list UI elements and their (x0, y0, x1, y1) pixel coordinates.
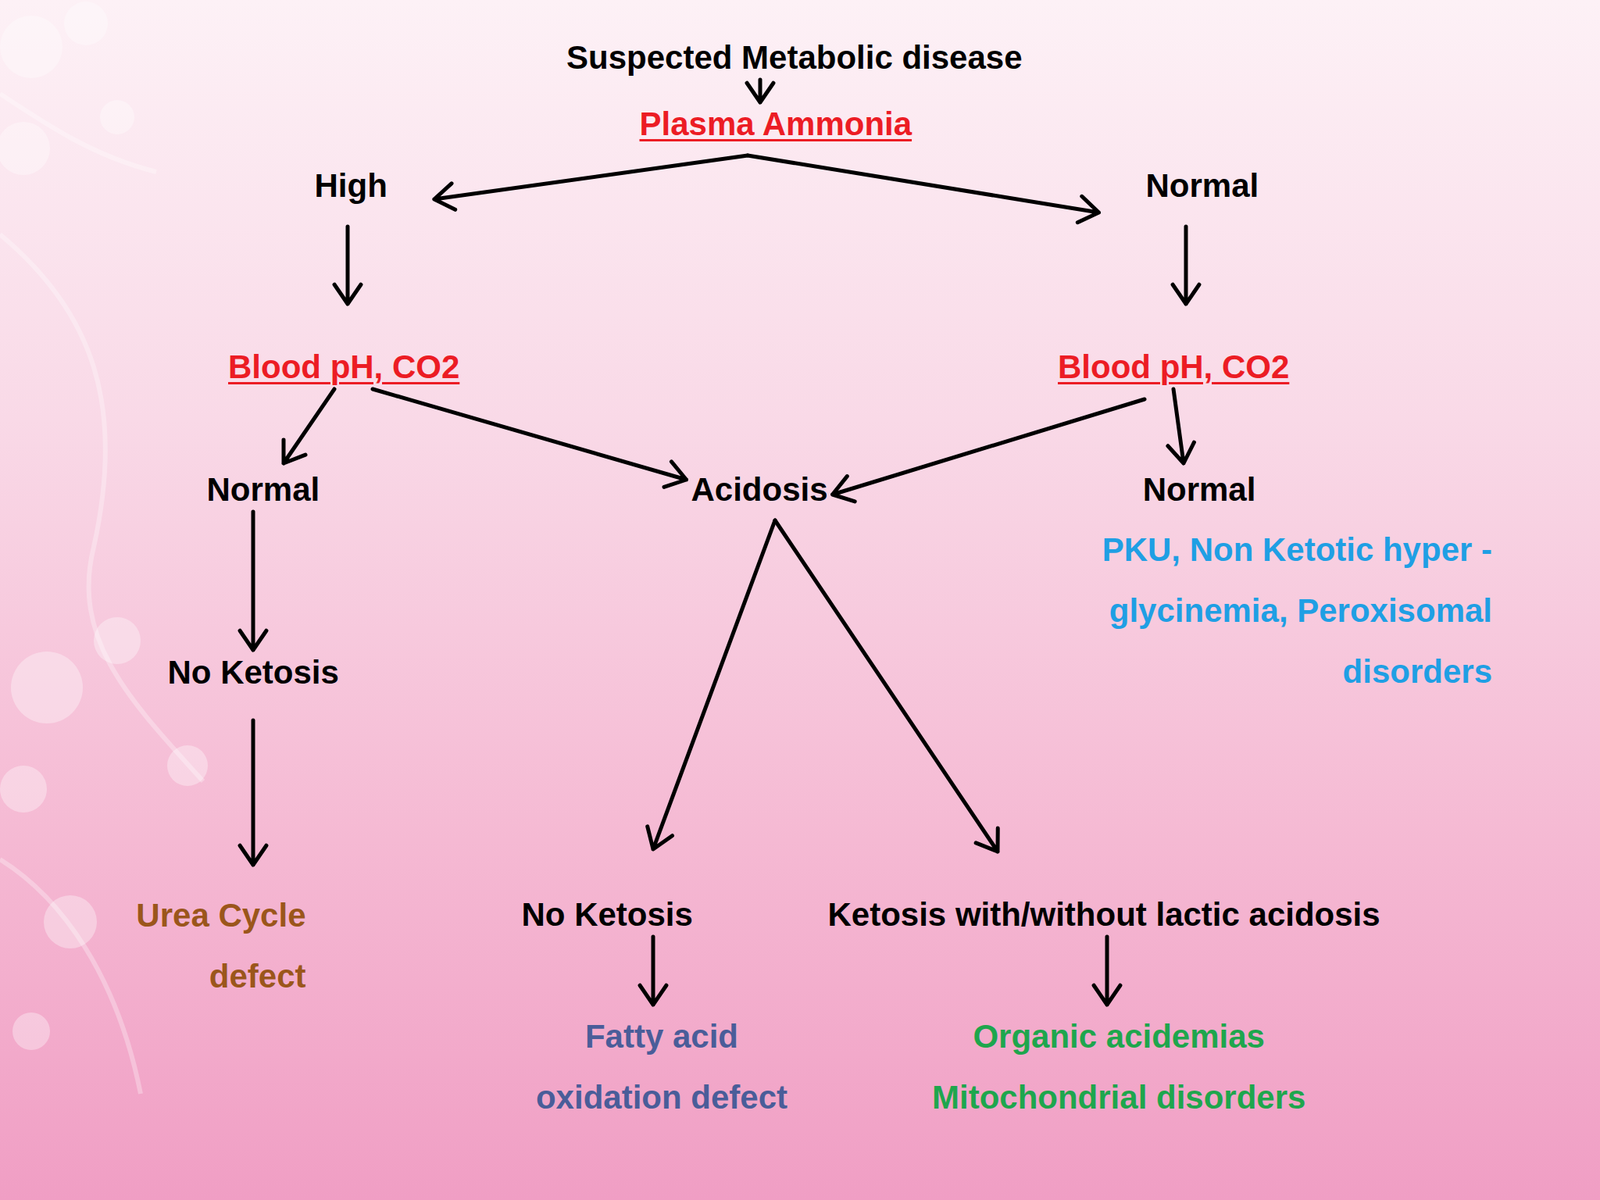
node-label: PKU, Non Ketotic hyper -glycinemia, Pero… (1057, 519, 1493, 703)
flow-arrow (334, 226, 361, 304)
branch (0, 234, 204, 782)
diagnosis-node: Fatty acid oxidation defect (528, 1006, 795, 1129)
arrow-line (639, 936, 667, 1005)
arrow-line (239, 511, 267, 650)
flow-arrow (239, 720, 267, 865)
node-label: No Ketosis (521, 894, 693, 936)
node-label: Mitochondrial disorders (932, 1067, 1306, 1129)
test-node: Blood pH, CO2 (1057, 346, 1290, 388)
blossom (0, 15, 63, 79)
arrow-line (746, 79, 774, 103)
arrow-line (1093, 936, 1121, 1005)
node-label: High (314, 165, 388, 207)
arrow-line (1172, 226, 1200, 304)
node-label: Acidosis (691, 469, 829, 511)
node-label: Normal (1046, 469, 1352, 511)
flow-arrow (747, 155, 1100, 223)
branch-decoration (0, 93, 204, 1094)
node-label: Normal (207, 469, 321, 511)
flow-arrow (239, 511, 267, 650)
flow-node: Normal (1146, 165, 1260, 207)
flow-arrow (372, 389, 687, 487)
flow-node: Acidosis (691, 469, 829, 511)
arrow-line (239, 720, 267, 865)
flow-node: No Ketosis (521, 894, 693, 936)
node-label: Suspected Metabolic disease (566, 37, 1023, 79)
branch (0, 93, 157, 172)
node-label: Blood pH, CO2 (228, 346, 460, 388)
flow-node: No Ketosis (167, 652, 340, 693)
flow-arrow (1093, 936, 1121, 1005)
result-node: NormalPKU, Non Ketotic hyper -glycinemia… (1046, 469, 1516, 703)
flow-arrow (746, 79, 774, 103)
branch (0, 859, 141, 1094)
node-label: No Ketosis (167, 652, 340, 693)
node-label: Normal (1146, 165, 1260, 207)
node-label: Plasma Ammonia (639, 103, 913, 145)
flow-arrow (283, 389, 335, 464)
arrow-line (434, 155, 748, 210)
flow-arrow (639, 936, 667, 1005)
arrow-line (334, 226, 361, 304)
blossom (64, 1, 108, 46)
arrow-line (747, 155, 1100, 223)
flow-arrow (434, 155, 748, 210)
arrow-line (1167, 389, 1195, 464)
node-label: Fatty acid oxidation defect (528, 1006, 795, 1129)
node-label: Organic acidemias (932, 1006, 1306, 1068)
flow-arrow (832, 399, 1145, 502)
blossom-decoration (0, 1, 208, 1050)
arrow-line (832, 399, 1145, 502)
arrow-line (775, 520, 998, 852)
blossom (100, 100, 135, 135)
flow-node: High (314, 165, 388, 207)
diagnosis-node: Organic acidemiasMitochondrial disorders (932, 1006, 1306, 1129)
flow-node: Suspected Metabolic disease (566, 37, 1023, 79)
node-label: Urea Cycle defect (122, 885, 307, 1008)
flow-arrow (647, 520, 775, 850)
flow-arrow (775, 520, 998, 852)
arrow-line (283, 389, 335, 464)
arrow-line (647, 520, 775, 850)
flow-node: Ketosis with/without lactic acidosis (828, 894, 1381, 936)
flow-node: Normal (207, 469, 321, 511)
arrow-line (372, 389, 687, 487)
blossom (0, 121, 50, 175)
blossom (12, 1012, 50, 1050)
blossom (0, 765, 47, 813)
flow-arrow (1172, 226, 1200, 304)
test-node: Blood pH, CO2 (228, 346, 460, 388)
node-label: Blood pH, CO2 (1057, 346, 1290, 388)
flow-arrow (1167, 389, 1195, 464)
diagnosis-node: Urea Cycle defect (122, 885, 307, 1008)
node-label: Ketosis with/without lactic acidosis (828, 894, 1381, 936)
blossom (10, 651, 83, 724)
test-node: Plasma Ammonia (639, 103, 913, 145)
